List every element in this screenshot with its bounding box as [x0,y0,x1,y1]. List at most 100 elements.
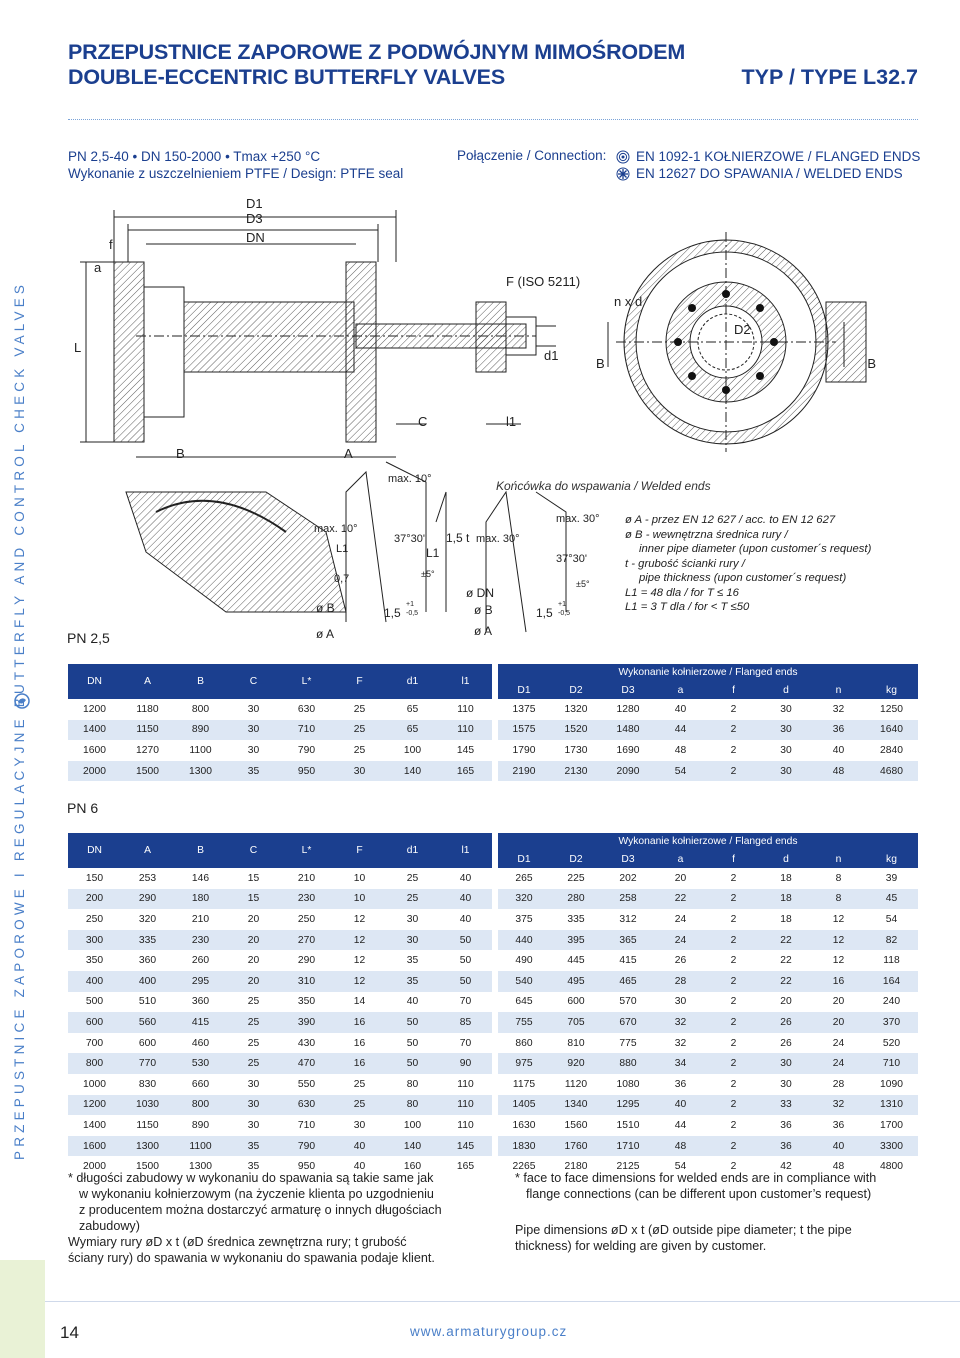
table-cell: 630 [297,703,316,715]
connection-flanged-text: EN 1092-1 KOŁNIERZOWE / FLANGED ENDS [636,149,921,164]
table-cell: 280 [550,888,602,910]
column-gap [492,1156,498,1177]
col-header: n [812,850,865,868]
table-cell: 40 [333,1135,386,1157]
column-gap [492,1135,498,1157]
table-cell: 370 [865,1012,918,1033]
table-cell: 1000 [83,1078,106,1090]
table-cell: 880 [602,1053,654,1074]
table-cell: 265 [515,872,533,884]
table-cell: 290 [297,955,316,967]
table-cell: 445 [567,955,585,967]
table-cell: 705 [550,1012,602,1033]
table-cell: 25 [227,1012,280,1033]
website-link[interactable]: www.armaturygroup.cz [410,1324,568,1339]
flanged-header: Wykonanie kołnierzowe / Flanged ends [498,664,918,681]
table-cell: 25 [333,1094,386,1116]
table-cell: 1710 [602,1135,654,1157]
title-polish: PRZEPUSTNICE ZAPOROWE Z PODWÓJNYM MIMOŚR… [68,40,686,64]
table-cell: 140 [386,1135,439,1157]
table-cell: 25 [353,1078,366,1090]
dim-l1: l1 [506,414,516,429]
table-cell: 1480 [602,719,654,741]
note-line: Pipe dimensions øD x t (øD outside pipe … [515,1223,852,1237]
table-cell: 950 [297,1161,316,1173]
table-cell: 290 [121,888,174,910]
table-cell: 8 [835,872,842,884]
connection-label: Połączenie / Connection: [457,148,607,163]
col-header: l1 [439,664,492,699]
dim-phiA-2: ø A [474,624,492,638]
table-cell: 645 [515,996,533,1008]
col-header: D1 [498,850,550,868]
dim-max30b: max. 30° [556,513,600,525]
table-cell: 50 [406,1037,419,1049]
note-english-1: * face to face dimensions for welded end… [515,1170,920,1202]
table-cell: 40 [654,1094,707,1116]
col-header: A [121,833,174,868]
table-cell: 32 [812,1094,865,1116]
connection-welded-text: EN 12627 DO SPAWANIA / WELDED ENDS [636,166,903,181]
table-cell: 12 [832,955,845,967]
footer-divider [45,1301,960,1302]
col-header: C [227,833,280,868]
table-cell: 150 [85,872,104,884]
table-cell: 1400 [68,719,121,741]
dim-tol-2: ±5° [576,579,590,589]
table-cell: 800 [68,1053,121,1074]
note-line: * face to face dimensions for welded end… [515,1171,877,1185]
dim-A: A [344,446,353,461]
table-cell: 20 [812,1012,865,1033]
table-cell: 16 [353,1037,366,1049]
table-cell: 1150 [121,719,174,741]
table-cell: 310 [280,970,333,992]
table-cell: 22 [760,929,812,951]
table-cell: 2 [730,1161,737,1173]
table-cell: 1100 [174,1135,227,1157]
weld-icon [616,167,630,180]
table-cell: 1790 [512,744,536,756]
table-cell: 495 [550,970,602,992]
page-header: PRZEPUSTNICE ZAPOROWE Z PODWÓJNYM MIMOŚR… [68,40,918,90]
table-cell: 250 [297,913,316,925]
table-cell: 34 [654,1053,707,1074]
dim-tol: ±5° [421,569,435,579]
dim-L: L [74,340,81,355]
table-cell: 22 [760,970,812,992]
table-cell: 2000 [83,1161,106,1173]
table-cell: 860 [515,1037,533,1049]
table-cell: 1270 [136,744,159,756]
table-cell: 25 [353,744,366,756]
table-cell: 44 [654,719,707,741]
dim-B-right: B [867,356,876,371]
legend-line: pipe thickness (upon customer´s request) [639,572,847,584]
table-cell: 1760 [550,1135,602,1157]
col-header: d1 [386,664,439,699]
table-cell: 1200 [83,703,106,715]
table-cell: 270 [280,929,333,951]
table-cell: 1630 [512,1119,536,1131]
dim-phiB-2: ø B [474,603,493,617]
table-cell: 30 [333,760,386,782]
table-cell: 10 [353,872,366,884]
column-gap [492,868,498,889]
table-cell: 1575 [498,719,550,741]
table-cell: 1700 [880,1119,903,1131]
table-cell: 295 [174,970,227,992]
table-cell: 146 [191,872,210,884]
table-cell: 20 [674,872,687,884]
table-cell: 35 [247,1161,260,1173]
dim-t15: 1,5 t [446,531,470,545]
legend-line: t - grubość ścianki rury / [625,557,745,570]
table-cell: 415 [174,1012,227,1033]
col-header: f [707,850,760,868]
table-cell: 230 [174,929,227,951]
note-line: z producentem można dostarczyć armaturę … [79,1203,442,1217]
column-gap [492,1094,498,1116]
table-cell: 36 [760,1135,812,1157]
